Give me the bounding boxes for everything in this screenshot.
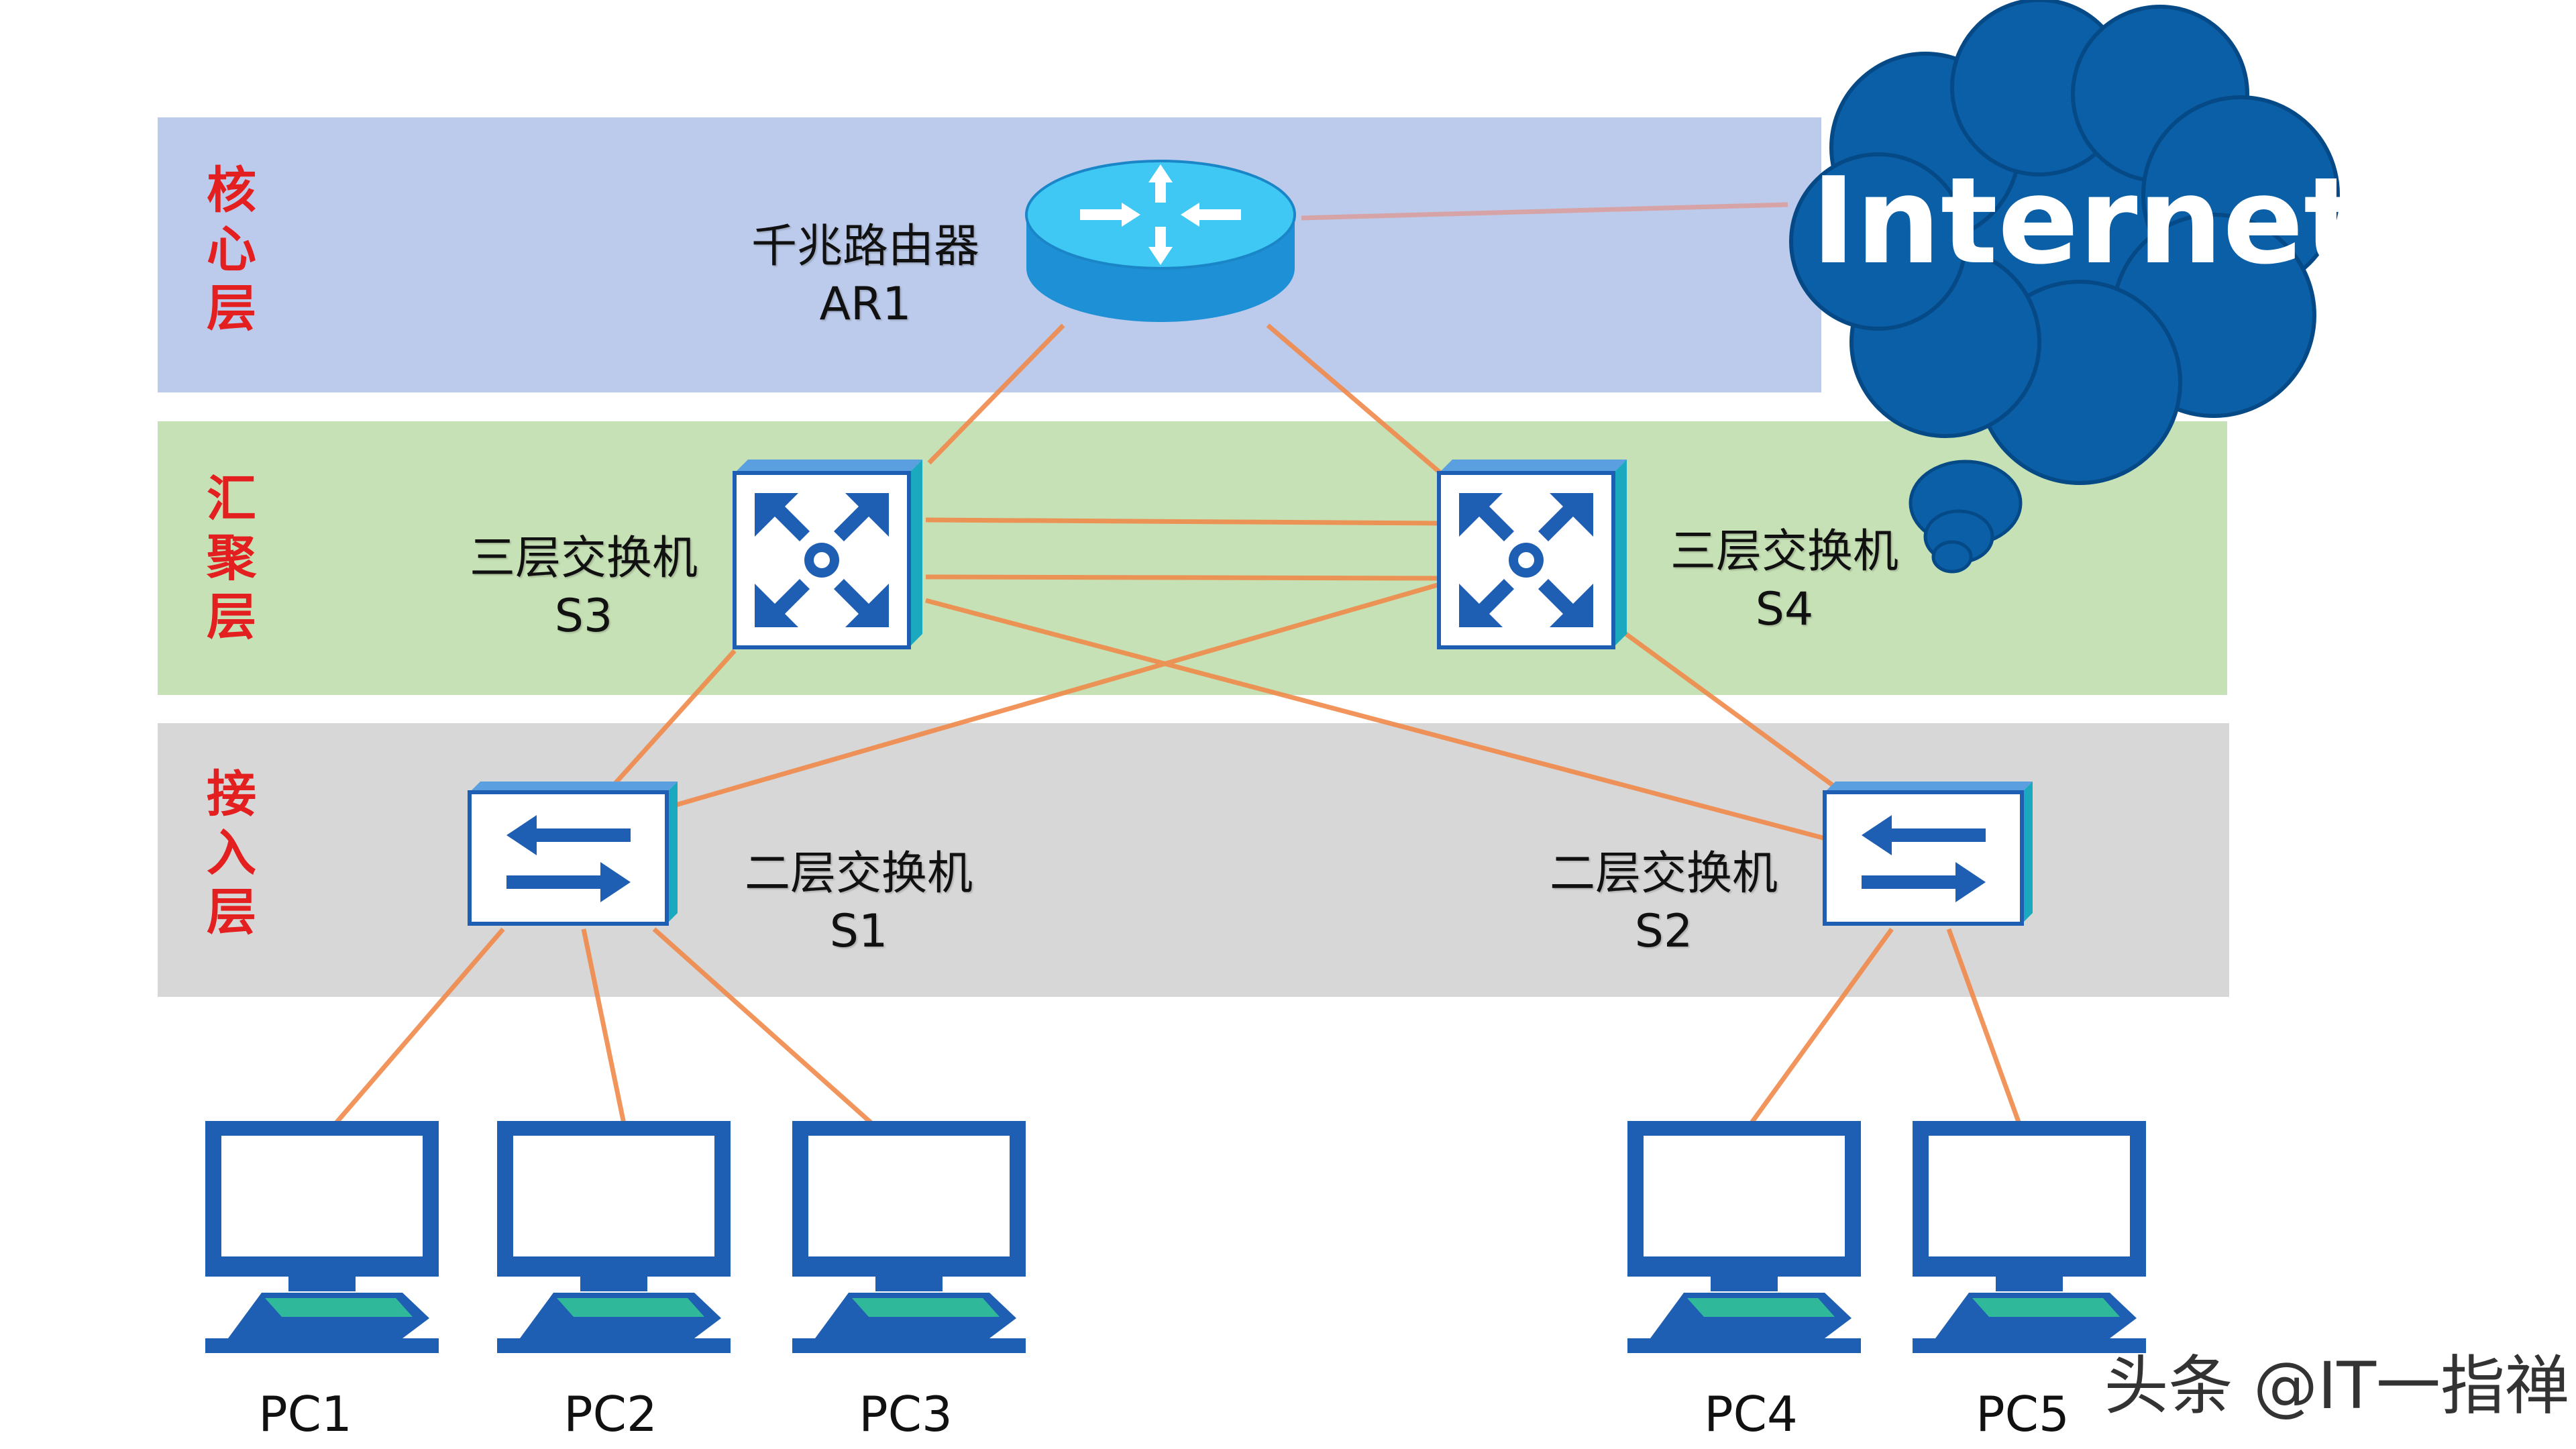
link-s3-s4-2 xyxy=(925,574,1443,581)
internet-label: Internet xyxy=(1811,152,2361,290)
router-id: AR1 xyxy=(819,278,912,331)
link-s3-s2 xyxy=(925,598,1839,845)
s1-name: 二层交换机 xyxy=(744,847,973,900)
core-layer-label: 核心层 xyxy=(207,162,256,337)
s2-name: 二层交换机 xyxy=(1549,847,1778,900)
l3-switch-s4-icon xyxy=(1437,460,1627,649)
pc3-icon xyxy=(792,1121,1026,1353)
pc1-label: PC1 xyxy=(258,1386,352,1442)
distribution-layer-label: 汇聚层 xyxy=(207,470,256,646)
pc2-icon xyxy=(497,1121,731,1353)
access-layer-label: 接入层 xyxy=(207,765,256,941)
pc4-icon xyxy=(1627,1121,1861,1353)
internet-cloud-icon xyxy=(1789,0,2340,574)
l2-switch-s2-icon xyxy=(1823,782,2033,926)
router-label: 千兆路由器 AR1 xyxy=(711,218,1020,333)
pc5-label: PC5 xyxy=(1976,1386,2070,1442)
s4-name: 三层交换机 xyxy=(1670,525,1898,578)
link-s2-pc5 xyxy=(1946,928,2022,1125)
distribution-layer-band xyxy=(158,421,2227,695)
s1-id: S1 xyxy=(829,905,888,958)
link-s3-s4-1 xyxy=(925,517,1443,526)
s2-label: 二层交换机 S2 xyxy=(1523,845,1805,961)
router-name: 千兆路由器 xyxy=(751,220,979,273)
watermark: 头条 @IT一指禅 xyxy=(2104,1348,2569,1424)
s1-label: 二层交换机 S1 xyxy=(718,845,1000,961)
s3-label: 三层交换机 S3 xyxy=(443,530,724,645)
link-s4-s1 xyxy=(663,581,1443,811)
link-router-s3 xyxy=(927,323,1065,465)
pc3-label: PC3 xyxy=(859,1386,953,1442)
link-s1-pc3 xyxy=(652,927,874,1126)
s3-name: 三层交换机 xyxy=(469,532,698,585)
link-s4-s2 xyxy=(1615,625,1843,794)
router-icon xyxy=(1025,160,1296,322)
link-s2-pc4 xyxy=(1749,927,1894,1126)
l2-switch-s1-icon xyxy=(468,782,678,926)
pc2-label: PC2 xyxy=(564,1386,657,1442)
s3-id: S3 xyxy=(554,590,613,643)
link-router-s4 xyxy=(1266,323,1454,485)
s4-id: S4 xyxy=(1755,583,1814,636)
s2-id: S2 xyxy=(1634,905,1693,958)
pc1-icon xyxy=(205,1121,439,1353)
link-s1-pc2 xyxy=(581,928,627,1124)
link-s1-pc1 xyxy=(333,927,505,1126)
link-s3-s1 xyxy=(612,649,737,787)
pc5-icon xyxy=(1913,1121,2146,1353)
s4-label: 三层交换机 S4 xyxy=(1644,523,1925,639)
l3-switch-s3-icon xyxy=(733,460,922,649)
core-layer-band xyxy=(158,117,1821,392)
pc4-label: PC4 xyxy=(1704,1386,1798,1442)
link-router-internet xyxy=(1301,202,1788,221)
